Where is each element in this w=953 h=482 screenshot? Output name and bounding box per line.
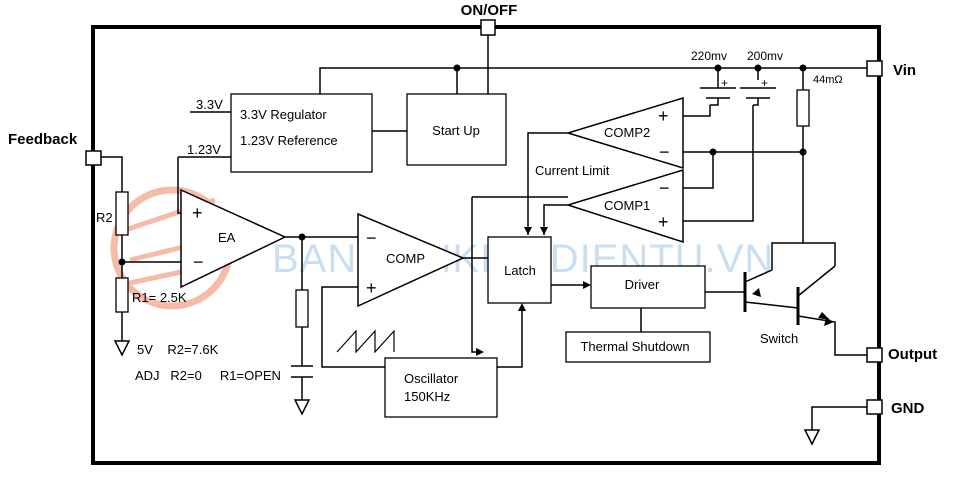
ea-minus: − xyxy=(193,252,204,272)
pin-output-label: Output xyxy=(888,346,937,363)
arrowheads xyxy=(476,227,834,356)
resistor-r1 xyxy=(115,277,129,313)
comp2-comparator xyxy=(565,96,684,170)
pin-vin xyxy=(866,60,883,77)
label-220mv: 220mv xyxy=(691,49,727,63)
label-1v23: 1.23V xyxy=(187,142,221,157)
start-up-label: Start Up xyxy=(432,123,480,138)
comp-comparator xyxy=(357,212,465,308)
latch-block xyxy=(487,236,552,304)
comp2-plus: + xyxy=(658,106,669,126)
comp1-plus: + xyxy=(658,212,669,232)
ground-symbol-gnd xyxy=(803,429,821,446)
comp2-minus: − xyxy=(659,142,670,162)
pin-gnd-label: GND xyxy=(891,400,925,417)
ea-amplifier xyxy=(180,188,287,289)
resistor-r2 xyxy=(115,191,129,236)
junctions xyxy=(118,64,807,266)
resistor-sense xyxy=(796,89,810,127)
label-r2: R2 xyxy=(96,210,113,225)
ref-200-plus: + xyxy=(761,76,768,90)
label-r1: R1= 2.5K xyxy=(132,290,187,305)
reference-200mv xyxy=(740,87,776,106)
oscillator-line2: 150KHz xyxy=(404,389,450,404)
comp1-minus: − xyxy=(659,178,670,198)
comp-minus: − xyxy=(366,228,377,248)
comp2-label: COMP2 xyxy=(604,125,650,140)
pin-feedback xyxy=(85,150,102,166)
driver-block xyxy=(590,265,706,309)
resistor-comp xyxy=(295,289,309,328)
comp1-label: COMP1 xyxy=(604,198,650,213)
regulator-line2: 1.23V Reference xyxy=(240,133,338,148)
comp1-comparator xyxy=(565,168,684,244)
label-200mv: 200mv xyxy=(747,49,783,63)
capacitor xyxy=(291,365,313,378)
pin-feedback-label: Feedback xyxy=(8,131,78,148)
regulator-line1: 3.3V Regulator xyxy=(240,107,327,122)
wiring xyxy=(93,35,873,430)
ea-plus: + xyxy=(192,203,203,223)
thermal-shutdown-block xyxy=(565,331,711,363)
label-config-5v: 5V R2=7.6K xyxy=(137,342,219,357)
start-up-block xyxy=(406,93,507,166)
ground-symbol-feedback xyxy=(113,340,131,357)
label-3v3: 3.3V xyxy=(196,97,223,112)
oscillator-line1: Oscillator xyxy=(404,371,459,386)
switch-label: Switch xyxy=(760,331,798,346)
pin-vin-label: Vin xyxy=(893,62,916,79)
pin-output xyxy=(866,347,883,363)
pin-on-off-label: ON/OFF xyxy=(461,2,518,19)
reference-220mv xyxy=(700,80,736,106)
driver-label: Driver xyxy=(625,277,660,292)
sawtooth-waveform xyxy=(336,329,395,354)
ea-label: EA xyxy=(218,230,236,245)
current-limit-label: Current Limit xyxy=(535,163,610,178)
oscillator-block xyxy=(384,357,498,418)
thermal-shutdown-label: Thermal Shutdown xyxy=(580,339,689,354)
pin-on-off xyxy=(480,19,496,36)
latch-label: Latch xyxy=(504,263,536,278)
ground-symbol-comp xyxy=(293,399,311,416)
comp-plus: + xyxy=(366,278,377,298)
label-config-adj: ADJ R2=0 R1=OPEN xyxy=(135,368,281,383)
regulator-block xyxy=(230,93,373,173)
ref-220-plus: + xyxy=(721,76,728,90)
pin-gnd xyxy=(866,399,883,415)
comp-label: COMP xyxy=(386,251,425,266)
label-44mohm: 44mΩ xyxy=(813,74,843,86)
